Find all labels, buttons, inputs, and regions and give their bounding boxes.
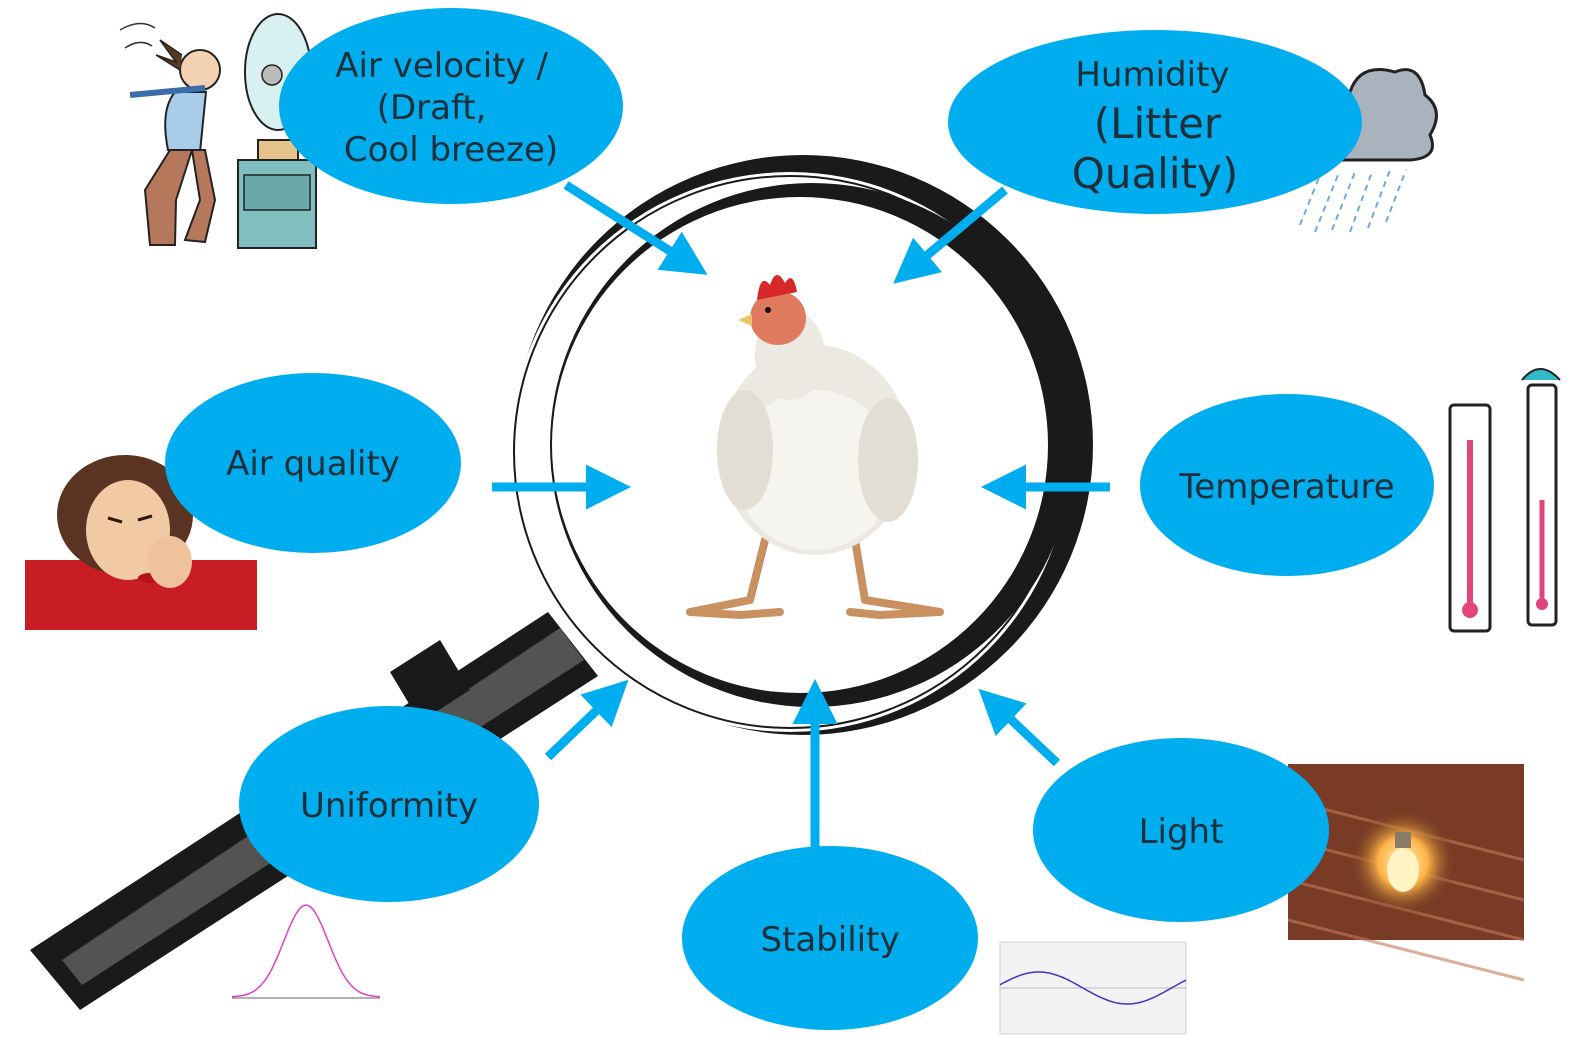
air-velocity-line-2: (Draft, [377,88,487,128]
factor-light: Light [1033,738,1329,922]
uniformity-label: Uniformity [300,786,478,826]
light-label: Light [1139,812,1224,852]
factor-air-velocity: Air velocity / (Draft, Cool breeze) [279,8,623,204]
humidity-line-3: Quality) [1072,149,1238,198]
arrow-light [978,688,1061,767]
factor-stability: Stability [682,846,978,1030]
thermometers-icon [1448,368,1561,633]
arrows [492,181,1110,852]
svg-text:Air velocity / (Draft,: Air velocity / (Draft, Cool breeze) [335,46,558,170]
factor-temperature: Temperature [1140,394,1434,576]
air-quality-label: Air quality [226,444,400,484]
light-bulb-icon [1287,764,1525,982]
person-holding-nose-icon [25,455,257,630]
bell-curve-icon [231,904,381,999]
humidity-line-2: (Litter [1094,99,1222,148]
factor-humidity: Humidity (Litter Quality) [948,30,1362,214]
arrow-air-velocity [563,181,708,275]
arrow-humidity [893,186,1008,284]
stability-label: Stability [760,920,899,960]
svg-text:Humidity (Litter Q: Humidity (Litter Quality) [1072,55,1238,198]
temperature-label: Temperature [1178,467,1394,507]
chicken-icon [686,274,944,619]
person-at-fan-icon [119,13,317,249]
air-velocity-line-1: Air velocity / [335,46,548,86]
sine-wave-icon [999,941,1187,1035]
arrow-uniformity [544,679,629,761]
factor-air-quality: Air quality [165,373,461,553]
factor-uniformity: Uniformity [239,706,539,902]
humidity-line-1: Humidity [1075,55,1229,95]
air-velocity-line-3: Cool breeze) [344,130,558,170]
